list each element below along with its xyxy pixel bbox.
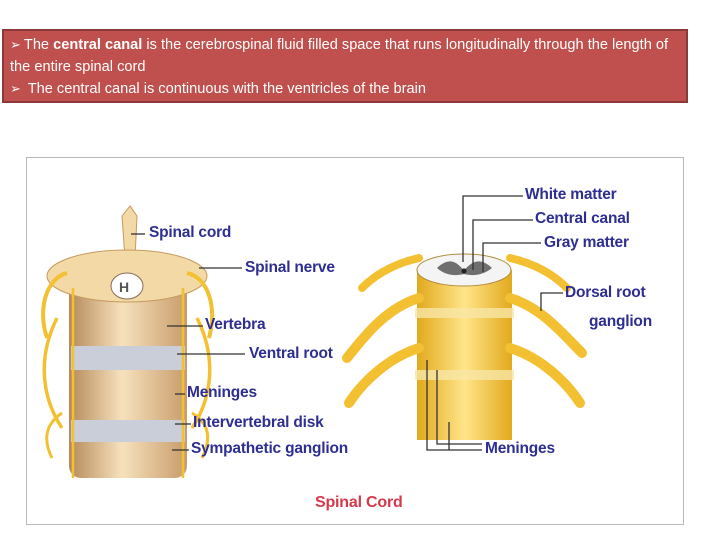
label-meninges-right: Meninges — [485, 440, 555, 457]
arrow-bullet-icon: ➢ — [10, 81, 21, 96]
figure-title: Spinal Cord — [315, 494, 403, 511]
label-ventral-root: Ventral root — [249, 345, 333, 362]
label-white-matter: White matter — [525, 186, 617, 203]
bullet-2: ➢ The central canal is continuous with t… — [10, 81, 427, 97]
info-banner: ➢The central canal is the cerebrospinal … — [2, 29, 688, 103]
label-meninges-left: Meninges — [187, 384, 257, 401]
spinal-cord-illustration: H — [41, 195, 587, 478]
label-gray-matter: Gray matter — [544, 234, 629, 251]
arrow-bullet-icon: ➢ — [10, 37, 21, 52]
spinal-cord-figure: H — [26, 157, 684, 525]
label-spinal-nerve: Spinal nerve — [245, 259, 335, 276]
label-sympathetic-ganglion: Sympathetic ganglion — [191, 440, 349, 457]
bullet-1: ➢The central canal is the cerebrospinal … — [10, 37, 669, 75]
label-spinal-cord: Spinal cord — [149, 224, 232, 241]
label-ganglion: ganglion — [589, 313, 652, 330]
label-dorsal-root: Dorsal root — [565, 284, 646, 301]
label-intervertebral-disk: Intervertebral disk — [193, 414, 324, 431]
cord-section — [342, 253, 587, 440]
leader-lines-left — [131, 233, 245, 451]
leader-lines-right — [426, 195, 563, 451]
vertebral-column: H — [41, 205, 214, 478]
label-vertebra: Vertebra — [205, 316, 266, 333]
label-central-canal: Central canal — [535, 210, 630, 227]
svg-text:H: H — [119, 279, 129, 295]
